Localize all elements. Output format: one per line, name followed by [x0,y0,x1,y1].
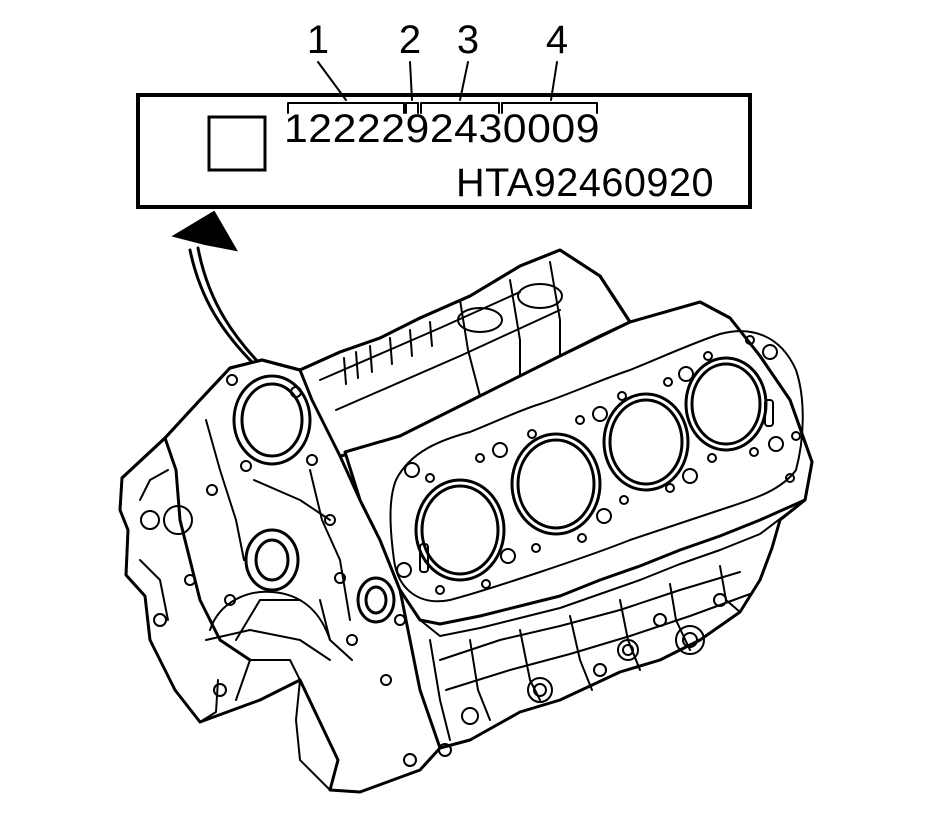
label-part-number: HTA92460920 [456,161,714,205]
cylinder-bores [414,356,768,582]
location-arrow [171,210,276,380]
crank-seal [244,528,300,592]
identification-label: 1 2 3 4 122229243000​9 HTA92460920 [136,18,752,209]
label-code-line: 122229243000​9 [284,107,600,151]
engine-block-illustration [118,248,814,794]
callout-leaders [317,61,558,101]
callout-1: 1 [307,18,329,62]
front-bore [232,374,312,466]
deck-holes [396,335,801,595]
callout-3: 3 [457,18,479,62]
front-bolt-holes [140,374,452,767]
callout-2: 2 [399,18,421,62]
lower-crankcase [429,565,751,741]
bore-2 [510,432,602,536]
callout-4: 4 [546,18,568,62]
digit-group-brackets [287,102,598,114]
bore-3 [602,392,690,492]
bore-4 [684,356,768,452]
barcode-square [207,115,267,172]
bore-1 [414,478,506,582]
